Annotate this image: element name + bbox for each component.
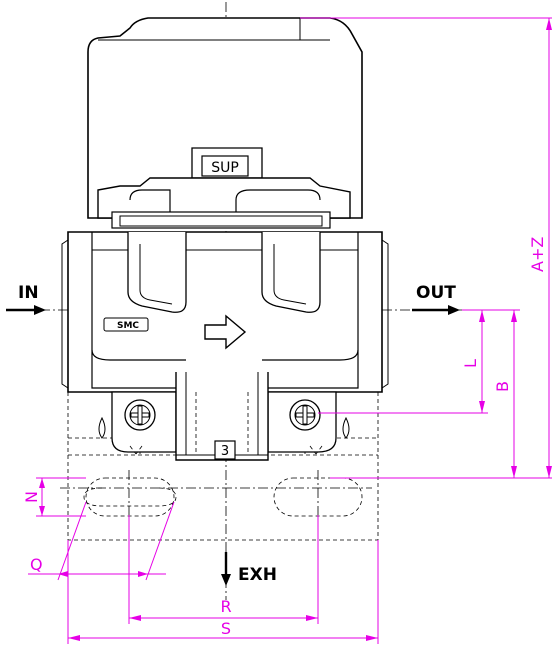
dimension-s: S bbox=[67, 540, 379, 644]
dimension-a-plus-z-label: A+Z bbox=[528, 237, 547, 272]
out-port-indicator: OUT bbox=[412, 283, 460, 315]
bonnet bbox=[87, 17, 363, 219]
dimension-b-label: B bbox=[493, 381, 512, 392]
out-label: OUT bbox=[416, 283, 456, 303]
sup-boss: SUP bbox=[191, 147, 263, 179]
port-number: 3 bbox=[221, 444, 229, 459]
drip-icon bbox=[98, 416, 350, 455]
valve-body bbox=[61, 231, 389, 393]
in-port-indicator: IN bbox=[6, 283, 46, 315]
in-label: IN bbox=[18, 283, 39, 303]
dimension-a-plus-z: A+Z bbox=[300, 17, 552, 479]
dimension-n-label: N bbox=[22, 491, 41, 503]
exh-port-indicator: EXH bbox=[221, 552, 277, 586]
exhaust-port-boss: 3 bbox=[214, 440, 236, 460]
dimension-q-label: Q bbox=[30, 555, 43, 574]
exh-label: EXH bbox=[238, 565, 277, 585]
smc-logo: SMC bbox=[103, 317, 149, 332]
sup-label: SUP bbox=[211, 160, 239, 176]
dimension-l-label: L bbox=[461, 359, 480, 368]
dimension-r: R bbox=[128, 515, 319, 624]
dimension-q: Q bbox=[28, 501, 175, 581]
right-screw-icon bbox=[289, 399, 321, 431]
dimension-b: B bbox=[462, 309, 520, 478]
dimension-r-label: R bbox=[220, 597, 231, 616]
left-screw-icon bbox=[124, 399, 156, 431]
dimension-n: N bbox=[22, 477, 86, 517]
dimension-s-label: S bbox=[221, 619, 231, 638]
dimension-l: L bbox=[318, 310, 488, 414]
bonnet-collar bbox=[97, 177, 351, 229]
flow-arrow-icon bbox=[204, 314, 247, 350]
smc-logo-text: SMC bbox=[117, 321, 139, 331]
